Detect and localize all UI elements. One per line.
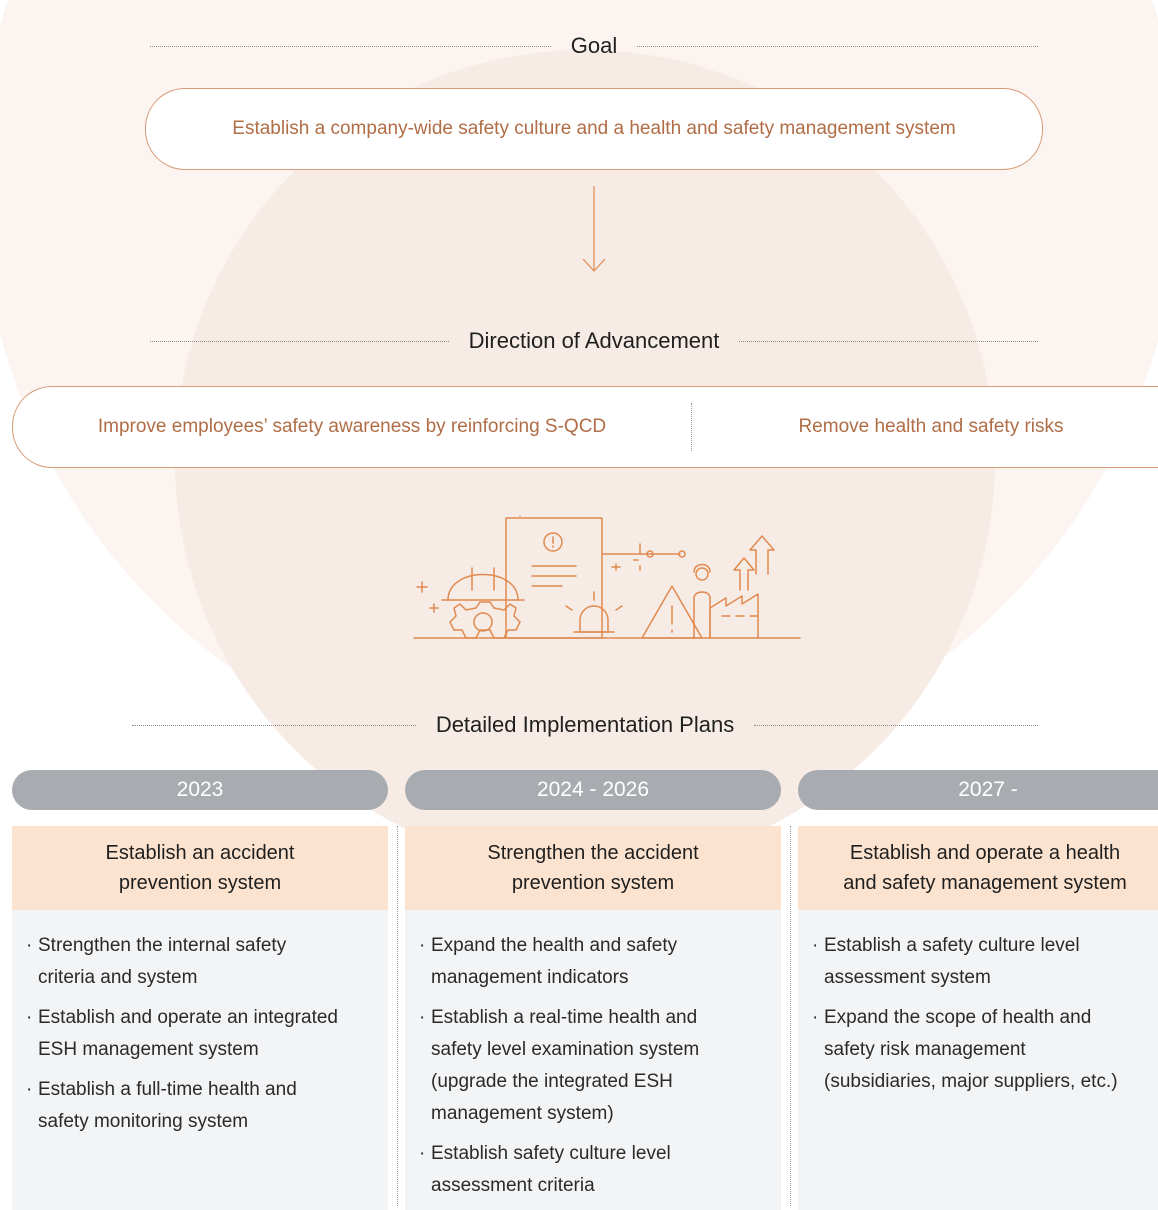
safety-illustration-icon [413,515,801,639]
plan-bullet: · Expand the scope of health and safety … [812,1002,1158,1098]
period-label: 2023 [176,778,224,801]
plan-bullet-line: Expand the health and safety [431,935,678,956]
bullet-dot-icon: · [26,1079,33,1100]
heading-divider-right [739,340,1039,342]
plan-bullet-line: assessment criteria [431,1175,595,1196]
plan-title-2023: Establish an accident prevention system [12,826,388,910]
plan-title-line: Establish an accident [105,842,295,864]
plans-heading: Detailed Implementation Plans [435,712,735,737]
goal-statement: Establish a company-wide safety culture … [232,118,956,139]
plan-bullet-list: · Strengthen the internal safety criteri… [12,910,388,1138]
plan-bullet: · Establish a full-time health and safet… [26,1074,374,1138]
direction-item-label: Improve employees’ safety awareness by r… [97,416,607,437]
plan-body-2024-2026: · Expand the health and safety managemen… [405,910,781,1210]
plan-bullet: · Establish safety culture level assessm… [419,1138,767,1202]
plan-title-line: Strengthen the accident [487,842,699,864]
goal-heading: Goal [570,33,618,58]
down-arrow-icon [582,186,606,272]
bullet-dot-icon: · [419,1007,426,1028]
plan-body-2027: · Establish a safety culture level asses… [798,910,1158,1210]
period-tab-2024-2026: 2024 - 2026 [405,770,781,810]
plan-title-text: Establish and operate a health and safet… [843,838,1126,898]
plan-bullet: · Expand the health and safety managemen… [419,930,767,994]
plan-title-2024-2026: Strengthen the accident prevention syste… [405,826,781,910]
plan-bullet-line: safety monitoring system [38,1111,249,1132]
plan-bullet-line: criteria and system [38,967,198,988]
period-tab-2027: 2027 - [798,770,1158,810]
plan-bullet-line: Establish safety culture level [431,1143,671,1164]
plan-title-line: prevention system [511,872,675,894]
plan-title-line: prevention system [118,872,282,894]
plan-bullet-line: safety risk management [824,1039,1026,1060]
goal-heading-row: Goal [150,31,1039,61]
plan-bullet-line: Establish a safety culture level [824,935,1080,956]
heading-divider-right [637,45,1039,47]
plans-heading-row: Detailed Implementation Plans [132,710,1039,740]
plan-bullet-line: ESH management system [38,1039,259,1060]
plan-bullet: · Strengthen the internal safety criteri… [26,930,374,994]
bullet-dot-icon: · [26,935,33,956]
plan-bullet-line: management indicators [431,967,629,988]
plan-title-line: Establish and operate a health [849,842,1121,864]
direction-heading: Direction of Advancement [468,328,720,353]
bullet-dot-icon: · [419,1143,426,1164]
plan-title-text: Strengthen the accident prevention syste… [487,838,698,898]
heading-divider-left [150,45,551,47]
plan-bullet-list: · Expand the health and safety managemen… [405,910,781,1202]
period-label: 2024 - 2026 [536,778,650,801]
direction-item-awareness: Improve employees’ safety awareness by r… [13,387,691,467]
plan-bullet-line: Strengthen the internal safety [38,935,287,956]
direction-divider [691,403,692,451]
plan-bullet-line: Establish a full-time health and [38,1079,297,1100]
plan-bullet: · Establish and operate an integrated ES… [26,1002,374,1066]
plan-bullet-line: assessment system [824,967,991,988]
bullet-dot-icon: · [419,935,426,956]
direction-box: Improve employees’ safety awareness by r… [12,386,1158,468]
heading-divider-right [754,724,1039,726]
plan-bullet: · Establish a real-time health and safet… [419,1002,767,1130]
plan-bullet-line: safety level examination system [431,1039,700,1060]
period-label: 2027 - [958,778,1018,801]
heading-divider-left [132,724,416,726]
bullet-dot-icon: · [26,1007,33,1028]
plan-bullet-line: (upgrade the integrated ESH [431,1071,673,1092]
heading-divider-left [150,340,449,342]
bullet-dot-icon: · [812,935,819,956]
plan-body-2023: · Strengthen the internal safety criteri… [12,910,388,1210]
plan-bullet-line: management system) [431,1103,614,1124]
column-separator [397,826,398,1206]
plan-bullet-line: (subsidiaries, major suppliers, etc.) [824,1071,1118,1092]
column-separator [790,826,791,1206]
direction-item-risks: Remove health and safety risks [691,387,1158,467]
period-tab-2023: 2023 [12,770,388,810]
plan-bullet-list: · Establish a safety culture level asses… [798,910,1158,1098]
plan-bullet-line: Expand the scope of health and [824,1007,1092,1028]
plan-bullet-line: Establish and operate an integrated [38,1007,338,1028]
plan-bullet-line: Establish a real-time health and [431,1007,698,1028]
plan-title-text: Establish an accident prevention system [105,838,294,898]
plan-bullet: · Establish a safety culture level asses… [812,930,1158,994]
bullet-dot-icon: · [812,1007,819,1028]
plan-title-2027: Establish and operate a health and safet… [798,826,1158,910]
plan-title-line: and safety management system [843,872,1127,894]
goal-statement-box: Establish a company-wide safety culture … [145,88,1043,170]
direction-heading-row: Direction of Advancement [150,326,1039,356]
direction-item-label: Remove health and safety risks [798,416,1064,437]
